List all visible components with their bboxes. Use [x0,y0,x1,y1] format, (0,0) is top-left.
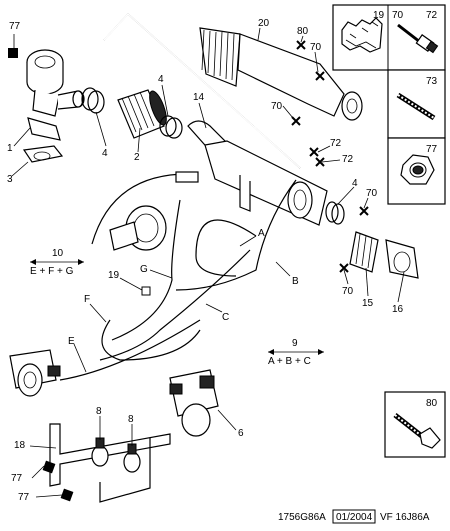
callout-f: F [84,294,90,305]
hose-f [101,319,201,361]
hose-part-2 [117,89,167,139]
callout-2: 2 [134,152,140,163]
screw-72-icon [397,23,439,54]
stud-73-icon [396,92,436,121]
callout-72-b: 72 [342,154,354,165]
connector-19 [141,286,151,296]
callout-c: C [222,312,229,323]
footer-date: 01/2004 [336,512,373,523]
footer: 1756G86A 01/2004 VF 16J86A [278,509,430,524]
hose-e [59,319,201,381]
callout-70-b: 70 [271,101,283,112]
callout-6: 6 [238,428,244,439]
gasket-part-3 [22,145,64,163]
solenoid-valve-left [9,349,61,397]
bolt-position-markers [291,40,369,273]
inset-label-73: 73 [426,76,438,87]
nut-77-square-top [8,48,18,58]
callout-4-right: 4 [352,178,358,189]
hose-b [175,179,297,291]
formula-10: E + F + G [30,266,74,277]
rubber-mount-part-8a [91,437,109,467]
nut-77-square-a [42,460,56,474]
clamp-part-4-left [81,87,105,114]
inset-label-77: 77 [426,144,438,155]
nut-77-icon [400,154,435,185]
callout-80: 80 [297,26,309,37]
callout-8-a: 8 [96,406,102,417]
hose-c [99,249,251,361]
bolt-80-icon [393,413,441,449]
callout-19: 19 [108,270,120,281]
inset-label-80: 80 [426,398,438,409]
egr-cooler [204,140,328,226]
callout-e: E [68,336,75,347]
clamp-part-4-right [325,201,345,225]
callout-77-b: 77 [11,473,23,484]
formula-9: A + B + C [268,356,311,367]
callout-a: A [258,228,265,239]
inset-panel-80 [384,391,446,458]
callout-70-a: 70 [310,42,322,53]
hose-part-15 [349,231,379,273]
bracket-part-18 [49,423,171,503]
inset-labels: 19 70 72 73 77 80 [373,10,438,409]
callout-20: 20 [258,18,270,29]
callout-9: 9 [292,338,298,349]
rigid-tube [103,12,301,169]
hose-g [111,199,181,341]
footer-ref: 1756G86A [278,512,326,523]
callout-10: 10 [52,248,64,259]
callout-15: 15 [362,298,374,309]
callout-14: 14 [193,92,205,103]
inset-label-19: 19 [373,10,385,21]
vacuum-pump [91,171,199,251]
callout-70-c: 70 [366,188,378,199]
callout-g: G [140,264,148,275]
callout-4-left: 4 [102,148,108,159]
callout-1: 1 [7,143,13,154]
callout-77: 77 [9,21,21,32]
egr-valve-part-1 [26,49,85,141]
callout-18: 18 [14,440,26,451]
flange-part-16 [385,239,419,279]
callout-77-c: 77 [18,492,30,503]
footer-vf: VF 16J86A [380,512,430,523]
nut-77-square-b [60,488,74,502]
corrugated-hose-part-20 [199,27,363,121]
rubber-mount-part-8b [123,443,141,473]
callout-3: 3 [7,174,13,185]
callout-b: B [292,276,299,287]
clip-19-icon [341,17,383,53]
callout-72-a: 72 [330,138,342,149]
hose-a [195,219,257,277]
inset-label-72: 72 [426,10,438,21]
callout-8-b: 8 [128,414,134,425]
callout-4-mid: 4 [158,74,164,85]
callout-16: 16 [392,304,404,315]
solenoid-valve-part-6 [169,369,219,437]
inset-label-70: 70 [392,10,404,21]
leader-lines [11,27,405,498]
callout-labels: 77 1 3 4 2 4 14 20 80 70 70 72 72 4 70 7… [7,18,404,503]
callout-70-d: 70 [342,286,354,297]
